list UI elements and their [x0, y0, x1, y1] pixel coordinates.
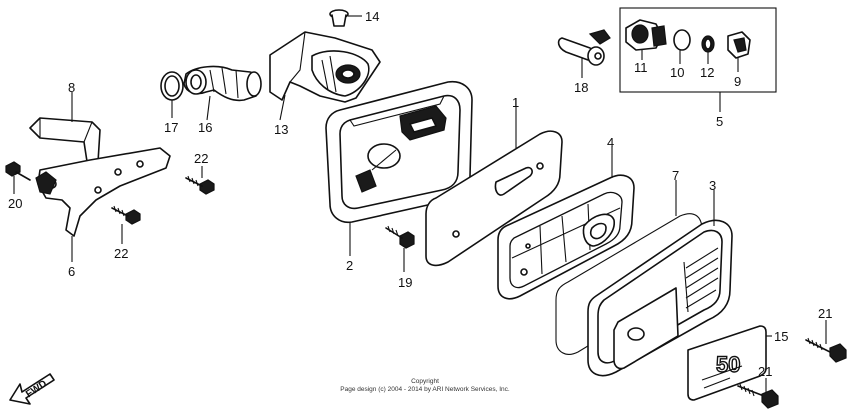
callout-21-lower: 21 [758, 364, 772, 379]
callout-12: 12 [700, 65, 714, 80]
callout-5: 5 [716, 114, 723, 129]
part-3-air-cleaner-cover [587, 190, 733, 377]
copyright-line-1: Copyright [411, 378, 439, 385]
callout-16: 16 [198, 120, 212, 135]
part-13-intake-snorkel [269, 31, 381, 121]
callout-10: 10 [670, 65, 684, 80]
part-6-long-bracket [35, 147, 171, 262]
label-plate-text: 50 [716, 352, 740, 377]
part-14-knob [329, 9, 362, 27]
part-17-o-ring [160, 71, 184, 118]
part-8-bracket [29, 92, 101, 169]
part-22-bolt-upper [185, 166, 215, 195]
part-22-bolt-lower [111, 205, 141, 244]
part-10-cap [673, 29, 691, 64]
part-1-gasket-plate [425, 98, 563, 267]
callout-14: 14 [365, 9, 379, 24]
part-19-screw [385, 225, 415, 272]
callout-3: 3 [709, 178, 716, 193]
callout-17: 17 [164, 120, 178, 135]
callout-20: 20 [8, 196, 22, 211]
callout-4: 4 [607, 135, 614, 150]
callout-15: 15 [774, 329, 788, 344]
part-18-drain-tube [557, 29, 611, 78]
part-15-label-plate: 50 [687, 325, 772, 401]
callout-13: 13 [274, 122, 288, 137]
callout-9: 9 [734, 74, 741, 89]
callout-8: 8 [68, 80, 75, 95]
part-20-bolt [5, 161, 31, 194]
callout-21-upper: 21 [818, 306, 832, 321]
part-9-plug [727, 31, 751, 72]
callout-19: 19 [398, 275, 412, 290]
part-21-screw-upper [805, 320, 847, 363]
callout-22-upper: 22 [194, 151, 208, 166]
part-12-ring [701, 35, 715, 64]
part-4-element-holder [497, 146, 635, 300]
callout-22-lower: 22 [114, 246, 128, 261]
callout-7: 7 [672, 168, 679, 183]
copyright-line-2: Page design (c) 2004 - 2014 by ARI Netwo… [340, 386, 510, 393]
part-2-air-cleaner-case [325, 80, 473, 256]
callout-6: 6 [68, 264, 75, 279]
callout-11: 11 [634, 60, 648, 75]
callout-2: 2 [346, 258, 353, 273]
callout-18: 18 [574, 80, 588, 95]
callout-labels: 14 1 4 7 3 13 16 17 8 22 20 22 6 2 19 18… [8, 9, 832, 379]
callout-1: 1 [512, 95, 519, 110]
part-5-assembly-box [619, 7, 777, 112]
part-11-valve-body [625, 19, 667, 60]
part-16-elbow-tube [183, 65, 262, 121]
part-21-screw-lower [737, 378, 779, 409]
fwd-arrow: FWD [9, 373, 55, 405]
